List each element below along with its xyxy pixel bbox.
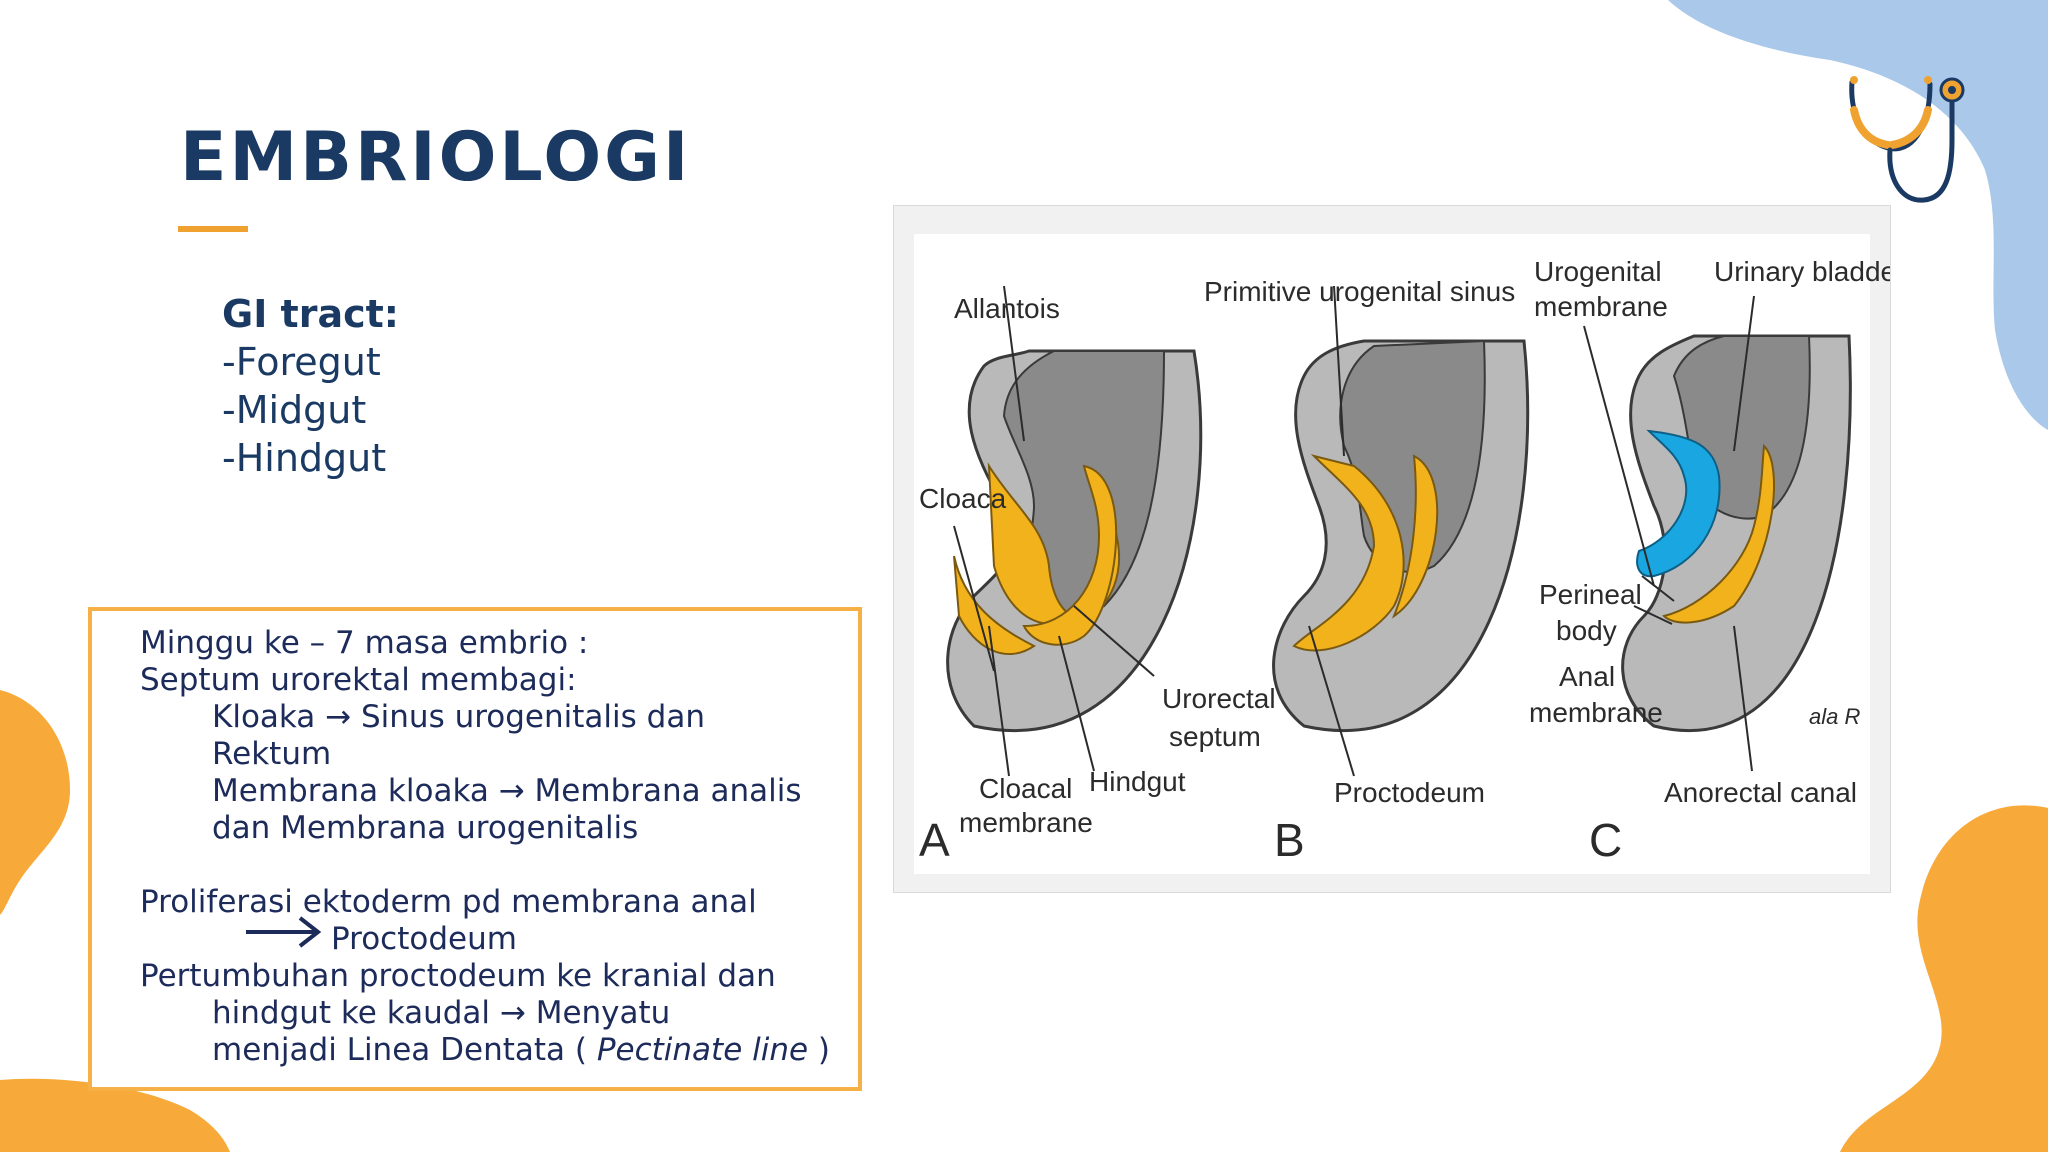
label-primitive-sinus: Primitive urogenital sinus: [1204, 276, 1515, 307]
embryology-diagram: Allantois Cloaca Cloacal membrane Hindgu…: [914, 234, 1905, 874]
label-septum: septum: [1169, 721, 1261, 752]
note-line-membrana-uro: dan Membrana urogenitalis: [212, 810, 639, 846]
label-perineal: Perineal: [1539, 579, 1642, 610]
letter-b: B: [1274, 814, 1305, 866]
label-signature: ala R: [1809, 704, 1860, 729]
note-line-septum: Septum urorektal membagi:: [140, 662, 577, 698]
note-line-pertumbuhan: Pertumbuhan proctodeum ke kranial dan: [140, 958, 776, 994]
gi-item-foregut: -Foregut: [222, 340, 381, 384]
orange-blob-bottom-left: [0, 1078, 230, 1152]
label-perineal-body: body: [1556, 615, 1617, 646]
orange-blob-bottom-right: [1840, 805, 2048, 1152]
note-line-rektum: Rektum: [212, 736, 332, 772]
label-allantois: Allantois: [954, 293, 1060, 324]
gi-item-hindgut: -Hindgut: [222, 436, 387, 480]
notes-text: Minggu ke – 7 masa embrio : Septum urore…: [140, 625, 830, 1069]
gi-tract-list: GI tract: -Foregut -Midgut -Hindgut: [222, 290, 399, 482]
letter-a: A: [919, 814, 950, 866]
letter-c: C: [1589, 814, 1622, 866]
label-anorectal: Anorectal canal: [1664, 777, 1857, 808]
label-urinary-bladder: Urinary bladder: [1714, 256, 1890, 287]
label-hindgut: Hindgut: [1089, 766, 1186, 797]
notes-box: [88, 607, 862, 1091]
gi-tract-heading: GI tract:: [222, 292, 399, 336]
label-urorectal: Urorectal: [1162, 683, 1276, 714]
embryology-figure: Allantois Cloaca Cloacal membrane Hindgu…: [893, 205, 1905, 893]
note-close-paren: ): [808, 1032, 831, 1068]
note-linea-text: menjadi Linea Dentata (: [212, 1032, 597, 1068]
label-cloacal: Cloacal: [979, 773, 1072, 804]
title-underline: [178, 226, 248, 232]
orange-blob-left: [0, 690, 70, 915]
stethoscope-icon: [1849, 76, 1965, 203]
panel-b: Primitive urogenital sinus Proctodeum B: [1204, 276, 1530, 866]
note-line-linea: menjadi Linea Dentata ( Pectinate line ): [140, 1032, 830, 1069]
label-anal-membrane: membrane: [1529, 697, 1663, 728]
label-cloacal-membrane: membrane: [959, 807, 1093, 838]
panel-c: Urogenital membrane Urinary bladder Peri…: [1529, 256, 1905, 866]
gi-item-midgut: -Midgut: [222, 388, 367, 432]
label-urogenital: Urogenital: [1534, 256, 1662, 287]
note-pectinate: Pectinate line: [596, 1032, 809, 1068]
label-proctodeum: Proctodeum: [1334, 777, 1485, 808]
label-anal: Anal: [1559, 661, 1615, 692]
label-cloaca: Cloaca: [919, 483, 1007, 514]
note-line-hindgut: hindgut ke kaudal → Menyatu: [212, 995, 671, 1031]
note-line-membrana: Membrana kloaka → Membrana analis: [212, 773, 802, 809]
arrow-right-icon: [246, 916, 322, 948]
panel-a: Allantois Cloaca Cloacal membrane Hindgu…: [919, 285, 1276, 866]
note-line-proliferasi: Proliferasi ektoderm pd membrana anal: [140, 884, 757, 920]
note-line-proctodeum: Proctodeum: [331, 921, 517, 957]
note-spacer: [140, 847, 830, 884]
label-urogenital-membrane: membrane: [1534, 291, 1668, 322]
note-line-kloaka: Kloaka → Sinus urogenitalis dan: [212, 699, 705, 735]
note-line-week: Minggu ke – 7 masa embrio :: [140, 625, 589, 661]
slide-title: EMBRIOLOGI: [180, 118, 692, 197]
